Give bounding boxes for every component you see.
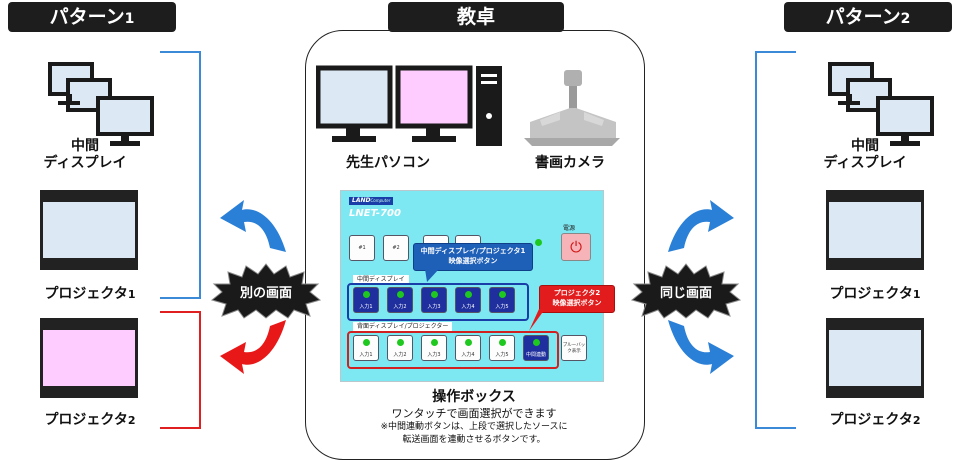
left-projector2-label: プロジェクタ2	[44, 412, 136, 428]
row2-input-4[interactable]: 入力4	[455, 335, 481, 361]
right-projector2-screen	[826, 318, 924, 398]
row1-input-2[interactable]: 入力2	[387, 287, 413, 313]
row2-input-2[interactable]: 入力2	[387, 335, 413, 361]
blue-arrow-up-icon	[668, 200, 734, 252]
blueback-button[interactable]: ブルーバック表示	[561, 335, 587, 361]
status-led-icon	[535, 239, 542, 246]
teacher-pc-icon	[316, 65, 502, 146]
right-monitors-icon	[828, 62, 934, 146]
red-arrow-icon	[220, 320, 286, 374]
brand-logo: LANDComputer	[349, 197, 394, 205]
callout-blue: 中間ディスプレイ/プロジェクタ1 映像選択ボタン	[413, 243, 533, 271]
right-bracket	[755, 51, 796, 429]
left-projector1-label: プロジェクタ1	[44, 286, 136, 302]
source-key-2[interactable]: #2	[383, 235, 409, 261]
pattern2-title: パターン2	[784, 2, 952, 32]
row1-input-4[interactable]: 入力4	[455, 287, 481, 313]
link-button[interactable]: 中間連動	[523, 335, 549, 361]
document-camera-icon	[524, 70, 620, 146]
left-burst-label: 別の画面	[239, 286, 292, 301]
source-key-1[interactable]: #1	[349, 235, 375, 261]
document-camera-label: 書画カメラ	[535, 155, 605, 171]
control-box-description: ワンタッチで画面選択ができます	[391, 407, 557, 420]
callout-blue-pointer	[425, 269, 439, 282]
right-projector2-label: プロジェクタ2	[829, 412, 921, 428]
row2-frame	[347, 331, 559, 369]
callout-red: プロジェクタ2 映像選択ボタン	[539, 285, 615, 313]
control-box-note: ※中間連動ボタンは、上段で選択したソースに 転送画面を連動させるボタンです。	[380, 422, 568, 445]
row1-input-5[interactable]: 入力5	[489, 287, 515, 313]
left-projector1-screen	[40, 190, 138, 270]
right-projector1-label: プロジェクタ1	[829, 286, 921, 302]
section2-label: 背面ディスプレイ/プロジェクター	[353, 322, 453, 331]
right-projector1-screen	[826, 190, 924, 270]
teacher-pc-label: 先生パソコン	[346, 155, 430, 171]
section1-label: 中間ディスプレイ	[353, 275, 409, 284]
blue-arrow-down-icon	[668, 320, 734, 374]
power-label: 電源	[563, 225, 576, 232]
control-box-title: 操作ボックス	[432, 389, 516, 405]
model-name: LNET-700	[349, 208, 401, 219]
control-box-panel: LANDComputer LNET-700 電源 ⏻ #1 #2 中間ディスプレ…	[340, 190, 615, 382]
row1-frame	[347, 283, 529, 321]
left-brackets	[160, 51, 201, 429]
pattern1-title: パターン1	[8, 2, 176, 32]
callout-red-pointer	[529, 309, 545, 331]
left-intermediate-label: 中間 ディスプレイ	[43, 138, 127, 171]
blue-arrow-icon	[220, 200, 286, 252]
right-intermediate-label: 中間 ディスプレイ	[823, 138, 907, 171]
row1-input-1[interactable]: 入力1	[353, 287, 379, 313]
right-arrows	[668, 200, 734, 374]
row2-input-3[interactable]: 入力3	[421, 335, 447, 361]
right-burst-icon	[630, 263, 742, 319]
left-arrows	[220, 200, 286, 374]
row1-input-3[interactable]: 入力3	[421, 287, 447, 313]
left-burst-icon	[210, 263, 322, 319]
right-burst-label: 同じ画面	[659, 286, 712, 301]
power-button[interactable]: ⏻	[561, 233, 591, 261]
row2-input-1[interactable]: 入力1	[353, 335, 379, 361]
row2-input-5[interactable]: 入力5	[489, 335, 515, 361]
left-projector2-screen	[40, 318, 138, 398]
desk-title: 教卓	[388, 2, 564, 32]
left-monitors-icon	[48, 62, 154, 146]
